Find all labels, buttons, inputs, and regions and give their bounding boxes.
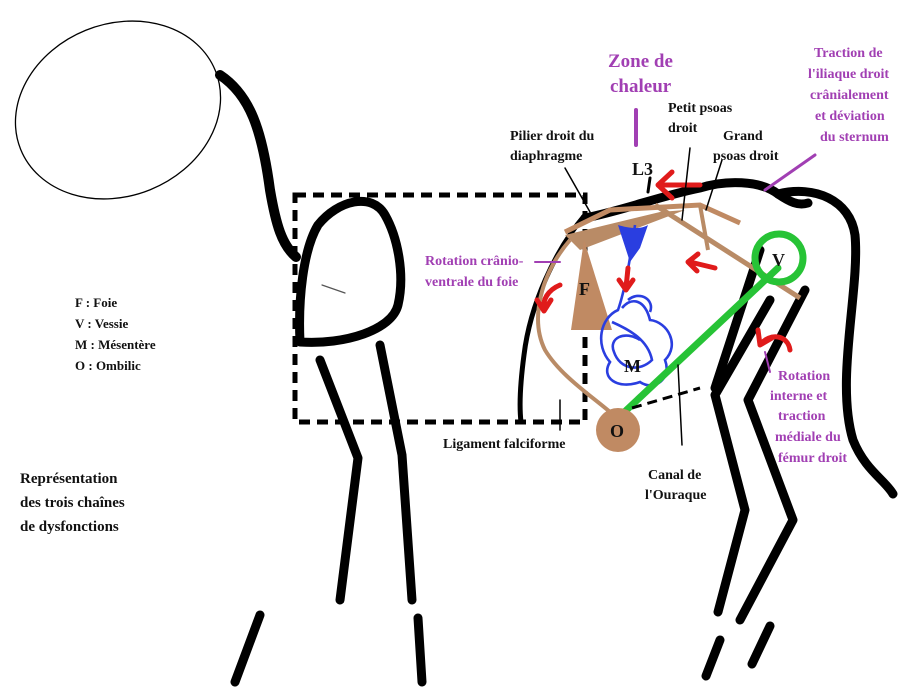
caption: Représentation des trois chaînes de dysf… [20, 471, 125, 535]
grand-psoas-line-1: Grand [723, 129, 763, 144]
rotation-femur-line-3: traction [778, 409, 826, 424]
rotation-femur-line-1: Rotation [778, 369, 830, 384]
front-leg-left [320, 360, 358, 600]
legend-ombilic: O : Ombilic [75, 358, 141, 373]
arrow-psoas-left [688, 254, 715, 271]
label-rotation-foie: Rotation crânio- ventrale du foie [425, 254, 524, 290]
petit-psoas-line-2: droit [668, 121, 698, 136]
leader-l3 [648, 178, 650, 192]
legend-vessie: V : Vessie [75, 316, 128, 331]
leader-canal [678, 365, 682, 445]
letter-vessie: V [772, 250, 785, 270]
front-leg-right-hoof [418, 618, 422, 682]
label-pilier: Pilier droit du diaphragme [510, 129, 594, 164]
caption-line-1: Représentation [20, 471, 118, 487]
rotation-femur-line-5: fémur droit [778, 451, 847, 466]
legend-mesentere: M : Mésentère [75, 337, 156, 352]
caption-line-3: de dysfonctions [20, 519, 119, 535]
traction-line-2: l'iliaque droit [808, 67, 889, 82]
pilier-line-1: Pilier droit du [510, 129, 594, 144]
leader-pilier [565, 168, 590, 212]
letter-foie: F [579, 279, 590, 299]
rotation-femur-line-4: médiale du [775, 430, 841, 445]
horse-head [0, 0, 248, 229]
label-rotation-femur: Rotation interne et traction médiale du … [770, 369, 847, 466]
letter-mesentere: M [624, 356, 641, 376]
traction-line-5: du sternum [820, 130, 889, 145]
label-ligament-falciforme: Ligament falciforme [443, 437, 565, 452]
rotation-foie-line-1: Rotation crânio- [425, 254, 524, 269]
traction-line-1: Traction de [814, 46, 883, 61]
label-canal-ouraque: Canal de l'Ouraque [645, 468, 706, 503]
traction-line-3: crânialement [810, 88, 889, 103]
label-traction-iliaque: Traction de l'iliaque droit crânialement… [808, 46, 889, 145]
petit-psoas-line-1: Petit psoas [668, 101, 733, 116]
canal-line-1: Canal de [648, 468, 701, 483]
horse-shoulder [300, 201, 401, 342]
label-zone-chaleur: Zone de chaleur [608, 51, 673, 97]
liver-shape [571, 240, 612, 330]
letter-ombilic: O [610, 421, 624, 441]
grand-psoas-line-2: psoas droit [713, 149, 779, 164]
pilier-line-2: diaphragme [510, 149, 582, 164]
rotation-foie-line-2: ventrale du foie [425, 275, 518, 290]
zone-chaleur-line-1: Zone de [608, 51, 673, 72]
zone-chaleur-line-2: chaleur [610, 76, 672, 97]
grand-psoas-line [700, 205, 708, 250]
canal-line-2: l'Ouraque [645, 488, 706, 503]
legend: F : Foie V : Vessie M : Mésentère O : Om… [75, 295, 156, 373]
caption-line-2: des trois chaînes [20, 495, 125, 511]
hind-leg-right-hoof [752, 626, 770, 664]
letter-l3: L3 [632, 159, 653, 179]
arrow-mesentery-down [619, 268, 633, 290]
traction-line-4: et déviation [815, 109, 885, 124]
front-leg-left-hoof [235, 615, 260, 682]
legend-foie: F : Foie [75, 295, 117, 310]
shoulder-tick [322, 285, 345, 293]
hind-leg-left-hoof [706, 640, 720, 676]
horse-back-line [585, 183, 808, 218]
horse-neck-line [220, 75, 296, 257]
mesentery-root [618, 225, 648, 262]
front-leg-right [380, 345, 412, 600]
rotation-femur-line-2: interne et [770, 389, 827, 404]
label-grand-psoas: Grand psoas droit [713, 129, 779, 164]
